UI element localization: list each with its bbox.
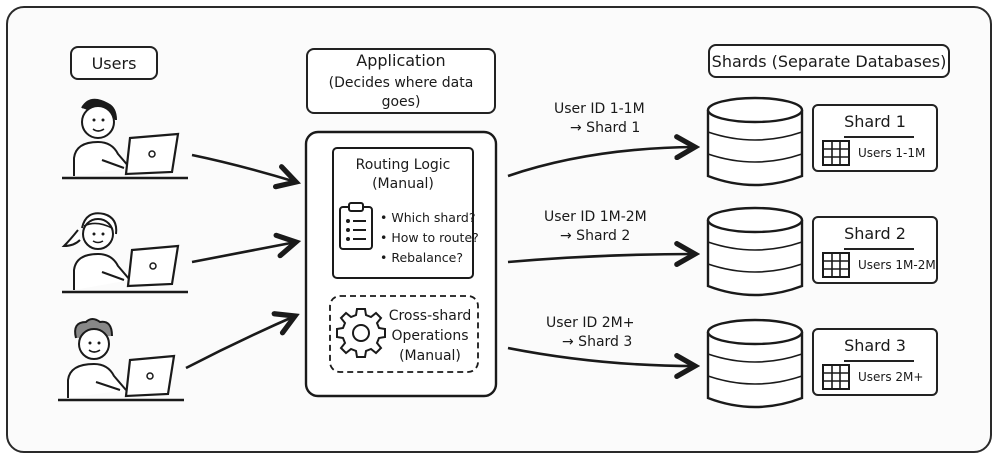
shard-underline [844, 136, 914, 138]
cross-shard-label: Cross-shard Operations (Manual) [388, 306, 472, 366]
routing-logic-title: Routing Logic [355, 157, 451, 173]
users-title: Users [91, 53, 137, 73]
route-range: User ID 2M+ [546, 315, 635, 331]
route-target: → Shard 2 [560, 227, 631, 244]
arrow-user2-to-app [191, 242, 296, 264]
table-icon [822, 140, 850, 166]
route-label-shard2: User ID 1M-2M → Shard 2 [544, 208, 647, 246]
person-laptop-icon [58, 318, 184, 402]
routing-question: • Which shard? [380, 210, 476, 225]
arrow-app-to-shard1 [507, 147, 695, 178]
shard-card-2: Shard 2 Users 1M-2M [812, 216, 938, 284]
database-icon [706, 206, 804, 297]
shard-range: Users 1M-2M [858, 258, 936, 272]
shard-underline [844, 360, 914, 362]
routing-questions-list: • Which shard? • How to route? • Rebalan… [380, 208, 479, 268]
cross-shard-line3: (Manual) [399, 348, 461, 364]
table-icon [822, 364, 850, 390]
cross-shard-line1: Cross-shard [388, 308, 472, 324]
routing-logic-subtitle: (Manual) [372, 175, 434, 192]
route-target: → Shard 3 [562, 333, 633, 350]
shard-name: Shard 1 [844, 112, 906, 131]
route-target: → Shard 1 [570, 119, 641, 136]
shard-underline [844, 248, 914, 250]
shards-header-title: Shards (Separate Databases) [711, 51, 947, 71]
shard-card-3: Shard 3 Users 2M+ [812, 328, 938, 396]
application-header-box: Application (Decides where data goes) [306, 48, 496, 114]
shard-range: Users 2M+ [858, 370, 924, 384]
cross-shard-line2: Operations [391, 328, 469, 344]
person-laptop-icon [62, 98, 188, 180]
database-icon [706, 318, 804, 409]
routing-question: • How to route? [380, 230, 479, 245]
application-subtitle: (Decides where data goes) [328, 74, 474, 110]
shards-header-box: Shards (Separate Databases) [708, 44, 950, 78]
arrow-user1-to-app [191, 153, 296, 182]
clipboard-checklist-icon [339, 202, 373, 250]
arrow-app-to-shard3 [507, 346, 695, 366]
database-icon [706, 96, 804, 187]
route-label-shard1: User ID 1-1M → Shard 1 [554, 100, 645, 138]
arrow-app-to-shard2 [507, 254, 695, 262]
shard-name: Shard 2 [844, 224, 906, 243]
shard-name: Shard 3 [844, 336, 906, 355]
table-icon [822, 252, 850, 278]
routing-question: • Rebalance? [380, 250, 464, 265]
users-label-box: Users [70, 46, 158, 80]
application-title: Application [356, 50, 446, 70]
shard-range: Users 1-1M [858, 146, 926, 160]
person-laptop-icon [61, 212, 188, 294]
route-range: User ID 1-1M [554, 101, 645, 117]
route-range: User ID 1M-2M [544, 209, 647, 225]
route-label-shard3: User ID 2M+ → Shard 3 [546, 314, 634, 352]
arrow-user3-to-app [185, 316, 295, 370]
routing-logic-heading: Routing Logic (Manual) [333, 156, 473, 194]
shard-card-1: Shard 1 Users 1-1M [812, 104, 938, 172]
gear-icon [336, 308, 386, 358]
